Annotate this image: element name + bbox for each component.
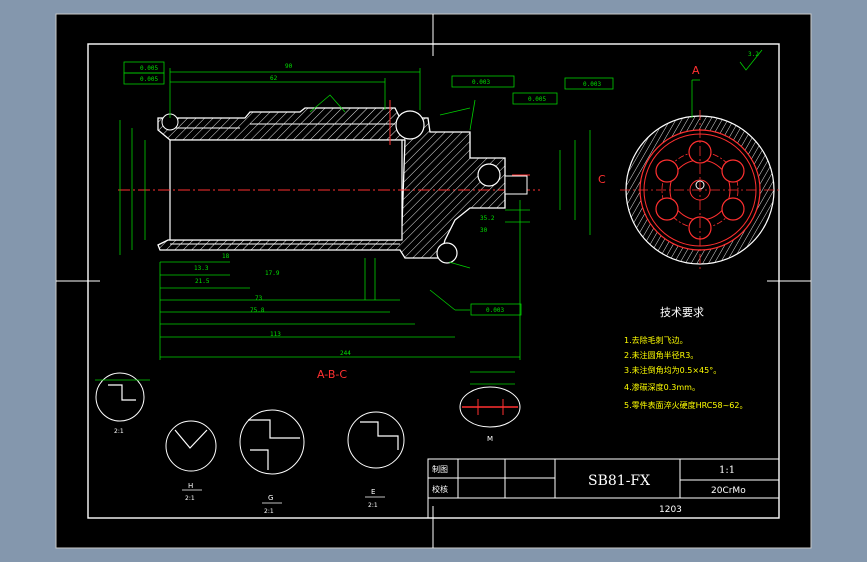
tech-item: 5.零件表面淬火硬度HRC58~62。 (624, 400, 747, 410)
tech-item: 2.未注圆角半径R3。 (624, 350, 698, 360)
title-block-text: 制图 校核 SB81-FX 1:1 20CrMo 1203 (432, 464, 746, 515)
title-block (427, 458, 780, 519)
svg-text:0.003: 0.003 (583, 81, 601, 88)
svg-text:113: 113 (270, 331, 281, 338)
tech-item: 1.去除毛刺飞边。 (624, 335, 688, 345)
svg-text:E: E (371, 488, 375, 496)
dimension-texts: 90 62 13.3 18 21.5 17.9 73 75.8 113 244 … (194, 63, 495, 357)
main-section-view (118, 100, 540, 264)
svg-text:13.3: 13.3 (194, 265, 209, 272)
drawing-number: 1203 (659, 505, 682, 515)
tech-requirements: 技术要求 1.去除毛刺飞边。 2.未注圆角半径R3。 3.未注倒角均为0.5×4… (624, 306, 747, 410)
svg-text:0.005: 0.005 (140, 65, 158, 72)
tech-item: 4.渗碳深度0.3mm。 (624, 382, 700, 392)
svg-text:17.9: 17.9 (265, 270, 280, 277)
svg-text:G: G (268, 494, 273, 502)
tech-heading: 技术要求 (660, 306, 704, 319)
part-name: SB81-FX (588, 473, 650, 489)
detail-h: H 2:1 (165, 420, 217, 502)
detail-m: M (459, 371, 521, 443)
svg-text:2:1: 2:1 (114, 428, 124, 435)
svg-text:30: 30 (480, 227, 488, 234)
drawn-label: 制图 (432, 464, 448, 474)
svg-text:0.005: 0.005 (528, 96, 546, 103)
svg-text:C: C (598, 173, 606, 186)
svg-text:62: 62 (270, 75, 278, 82)
scale-value: 1:1 (719, 465, 735, 476)
svg-text:0.003: 0.003 (472, 79, 490, 86)
tolerance-frames (123, 61, 614, 316)
svg-text:75.8: 75.8 (250, 307, 265, 314)
svg-text:21.5: 21.5 (195, 278, 210, 285)
dimension-lines (119, 68, 591, 360)
svg-text:A: A (692, 64, 700, 77)
svg-text:M: M (487, 435, 493, 443)
svg-text:244: 244 (340, 350, 351, 357)
svg-text:2:1: 2:1 (185, 495, 195, 502)
svg-text:0.005: 0.005 (140, 76, 158, 83)
svg-text:A-B-C: A-B-C (317, 368, 347, 381)
leaders (309, 94, 476, 311)
detail-e: E 2:1 (347, 411, 405, 509)
detail-d: 2:1 (95, 372, 150, 435)
flange-end-view: 3.2 (620, 49, 780, 270)
svg-text:90: 90 (285, 63, 293, 70)
checked-label: 校核 (432, 484, 448, 494)
svg-text:2:1: 2:1 (264, 508, 274, 515)
svg-text:35.2: 35.2 (480, 215, 495, 222)
section-labels: A-B-C A C (317, 64, 700, 381)
svg-text:2:1: 2:1 (368, 502, 378, 509)
svg-text:3.2: 3.2 (748, 51, 759, 58)
tolerance-values: 0.005 0.005 0.003 0.005 0.003 0.003 (140, 65, 601, 314)
svg-text:H: H (188, 482, 193, 490)
svg-text:73: 73 (255, 295, 263, 302)
detail-g: G 2:1 (239, 409, 305, 515)
tech-item: 3.未注倒角均为0.5×45°。 (624, 365, 721, 375)
svg-text:0.003: 0.003 (486, 307, 504, 314)
material-value: 20CrMo (711, 486, 746, 496)
centering-marks (56, 14, 811, 548)
svg-text:18: 18 (222, 253, 230, 260)
